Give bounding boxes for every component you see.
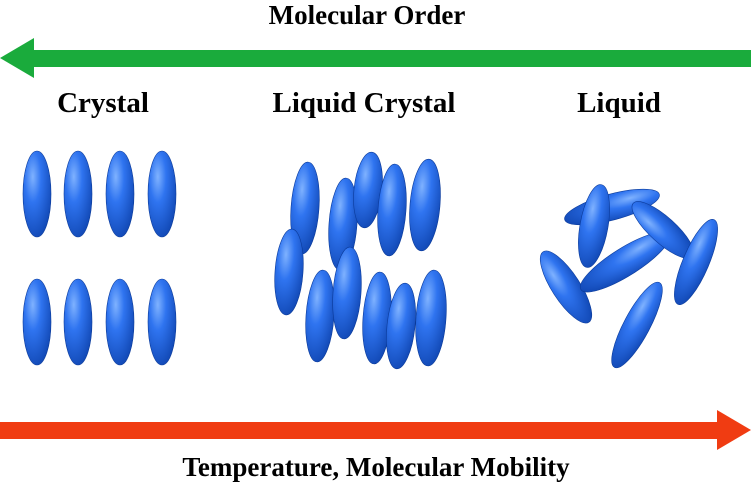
ellipsoid-molecule-icon [415,269,447,367]
ellipsoid-molecule-icon [22,150,52,238]
liquid-crystal-label: Liquid Crystal [273,87,456,119]
ellipsoid-molecule-icon [305,269,335,363]
ellipsoid-molecule-icon [274,228,304,316]
ellipsoid-molecule-icon [539,250,593,324]
crystal-molecules [22,150,177,366]
ellipsoid-molecule-icon [22,278,52,366]
temperature-mobility-label: Temperature, Molecular Mobility [182,452,570,482]
molecular-order-label: Molecular Order [269,0,466,30]
ellipsoid-molecule-icon [63,278,93,366]
ellipsoid-molecule-icon [147,278,177,366]
molecular-order-arrow [0,38,751,78]
ellipsoid-molecule-icon [105,278,135,366]
ellipsoid-molecule-icon [332,246,362,340]
ellipsoid-molecule-icon [105,150,135,238]
liquid-crystal-molecules [274,151,447,370]
temperature-arrow [0,410,751,450]
ellipsoid-molecule-icon [386,282,416,370]
ellipsoid-molecule-icon [147,150,177,238]
ellipsoid-molecule-icon [63,150,93,238]
ellipsoid-molecule-icon [578,184,610,268]
ellipsoid-molecule-icon [377,163,407,257]
crystal-label: Crystal [57,87,149,119]
liquid-label: Liquid [577,87,661,119]
liquid-molecules [539,184,718,369]
ellipsoid-molecule-icon [409,158,441,252]
ellipsoid-molecule-icon [611,281,663,369]
ellipsoid-molecule-icon [674,219,718,305]
